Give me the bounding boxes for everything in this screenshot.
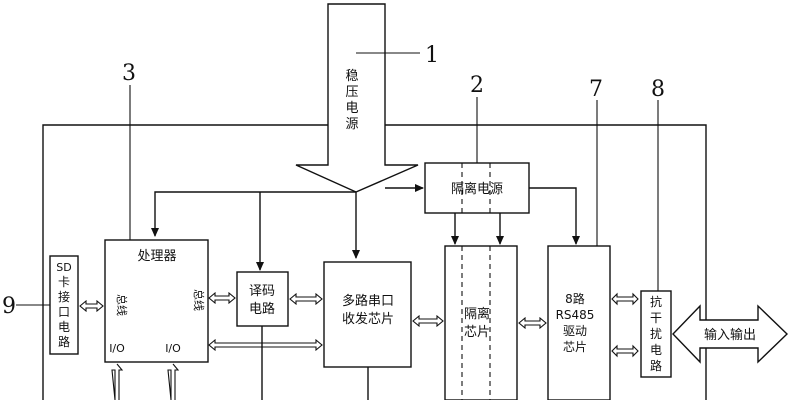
anti-label-3: 扰 bbox=[650, 327, 662, 341]
isolation-label-2: 芯片 bbox=[464, 325, 490, 340]
sd-card-box bbox=[49, 255, 79, 355]
decoder-label-2: 电路 bbox=[249, 301, 275, 317]
anti-label-1: 抗 bbox=[650, 294, 662, 309]
sd-bus-arrow bbox=[79, 299, 104, 313]
sd-label-1: SD bbox=[56, 261, 71, 274]
power-line-to-rs485 bbox=[529, 187, 580, 245]
rs485-driver-box bbox=[547, 245, 611, 400]
callout-9: 9 bbox=[2, 294, 16, 319]
processor-io-right: I/O bbox=[165, 342, 181, 355]
decoder-box bbox=[236, 271, 289, 327]
rs485-label-3: 驱动 bbox=[563, 324, 587, 338]
sd-label-6: 路 bbox=[58, 334, 70, 349]
processor-title: 处理器 bbox=[137, 249, 176, 264]
regulator-label-4: 源 bbox=[345, 117, 358, 132]
callout-1: 1 bbox=[425, 43, 439, 68]
rs485-label-1: 8路 bbox=[565, 291, 585, 306]
anti-interference-box bbox=[640, 290, 672, 378]
regulator-label-3: 电 bbox=[345, 101, 358, 116]
io-port-arrow bbox=[672, 304, 789, 364]
processor-io-left: I/O bbox=[109, 342, 125, 355]
regulator-label-1: 稳 bbox=[345, 68, 358, 84]
io-port-label: 输入输出 bbox=[704, 327, 756, 343]
isolated-power-box bbox=[424, 162, 530, 214]
sd-label-2: 卡 bbox=[58, 275, 70, 289]
io-arrow-right bbox=[167, 363, 180, 400]
decoder-serial-arrow bbox=[289, 292, 323, 306]
isolation-chip-box bbox=[444, 245, 518, 400]
rs485-label-4: 芯片 bbox=[563, 340, 587, 354]
isolated-power-label: 隔离电源 bbox=[451, 181, 503, 197]
sd-label-5: 电 bbox=[58, 320, 70, 334]
rs485-anti-arrow-bottom bbox=[611, 344, 639, 358]
processor-serial-arrow bbox=[208, 338, 323, 352]
outer-frame-line bbox=[42, 124, 707, 400]
regulator-label-2: 压 bbox=[345, 85, 358, 100]
processor-bus-left: 总线 bbox=[115, 294, 129, 316]
power-bus-left bbox=[151, 191, 356, 237]
io-arrow-left bbox=[111, 363, 124, 400]
rs485-anti-arrow-top bbox=[611, 292, 639, 306]
anti-label-5: 路 bbox=[650, 358, 662, 373]
sd-label-4: 口 bbox=[58, 305, 70, 319]
serial-transceiver-box bbox=[323, 261, 412, 368]
callout-3: 3 bbox=[122, 61, 136, 86]
regulator-arrow bbox=[295, 3, 419, 193]
anti-label-4: 电 bbox=[650, 343, 662, 357]
processor-decoder-arrow bbox=[208, 291, 236, 305]
anti-label-2: 干 bbox=[650, 311, 662, 325]
isolation-rs485-arrow bbox=[518, 316, 547, 330]
serial-label-2: 收发芯片 bbox=[342, 311, 394, 327]
processor-bus-right: 总线 bbox=[192, 289, 206, 311]
decoder-label-1: 译码 bbox=[249, 284, 275, 299]
isolation-label-1: 隔离 bbox=[464, 306, 490, 322]
serial-isolation-arrow bbox=[412, 314, 444, 328]
processor-box bbox=[104, 239, 209, 363]
sd-label-3: 接 bbox=[58, 289, 70, 304]
callout-2: 2 bbox=[470, 73, 484, 98]
callout-7: 7 bbox=[589, 77, 603, 102]
callout-8: 8 bbox=[651, 77, 665, 102]
serial-label-1: 多路串口 bbox=[342, 293, 394, 309]
rs485-label-2: RS485 bbox=[556, 308, 595, 322]
